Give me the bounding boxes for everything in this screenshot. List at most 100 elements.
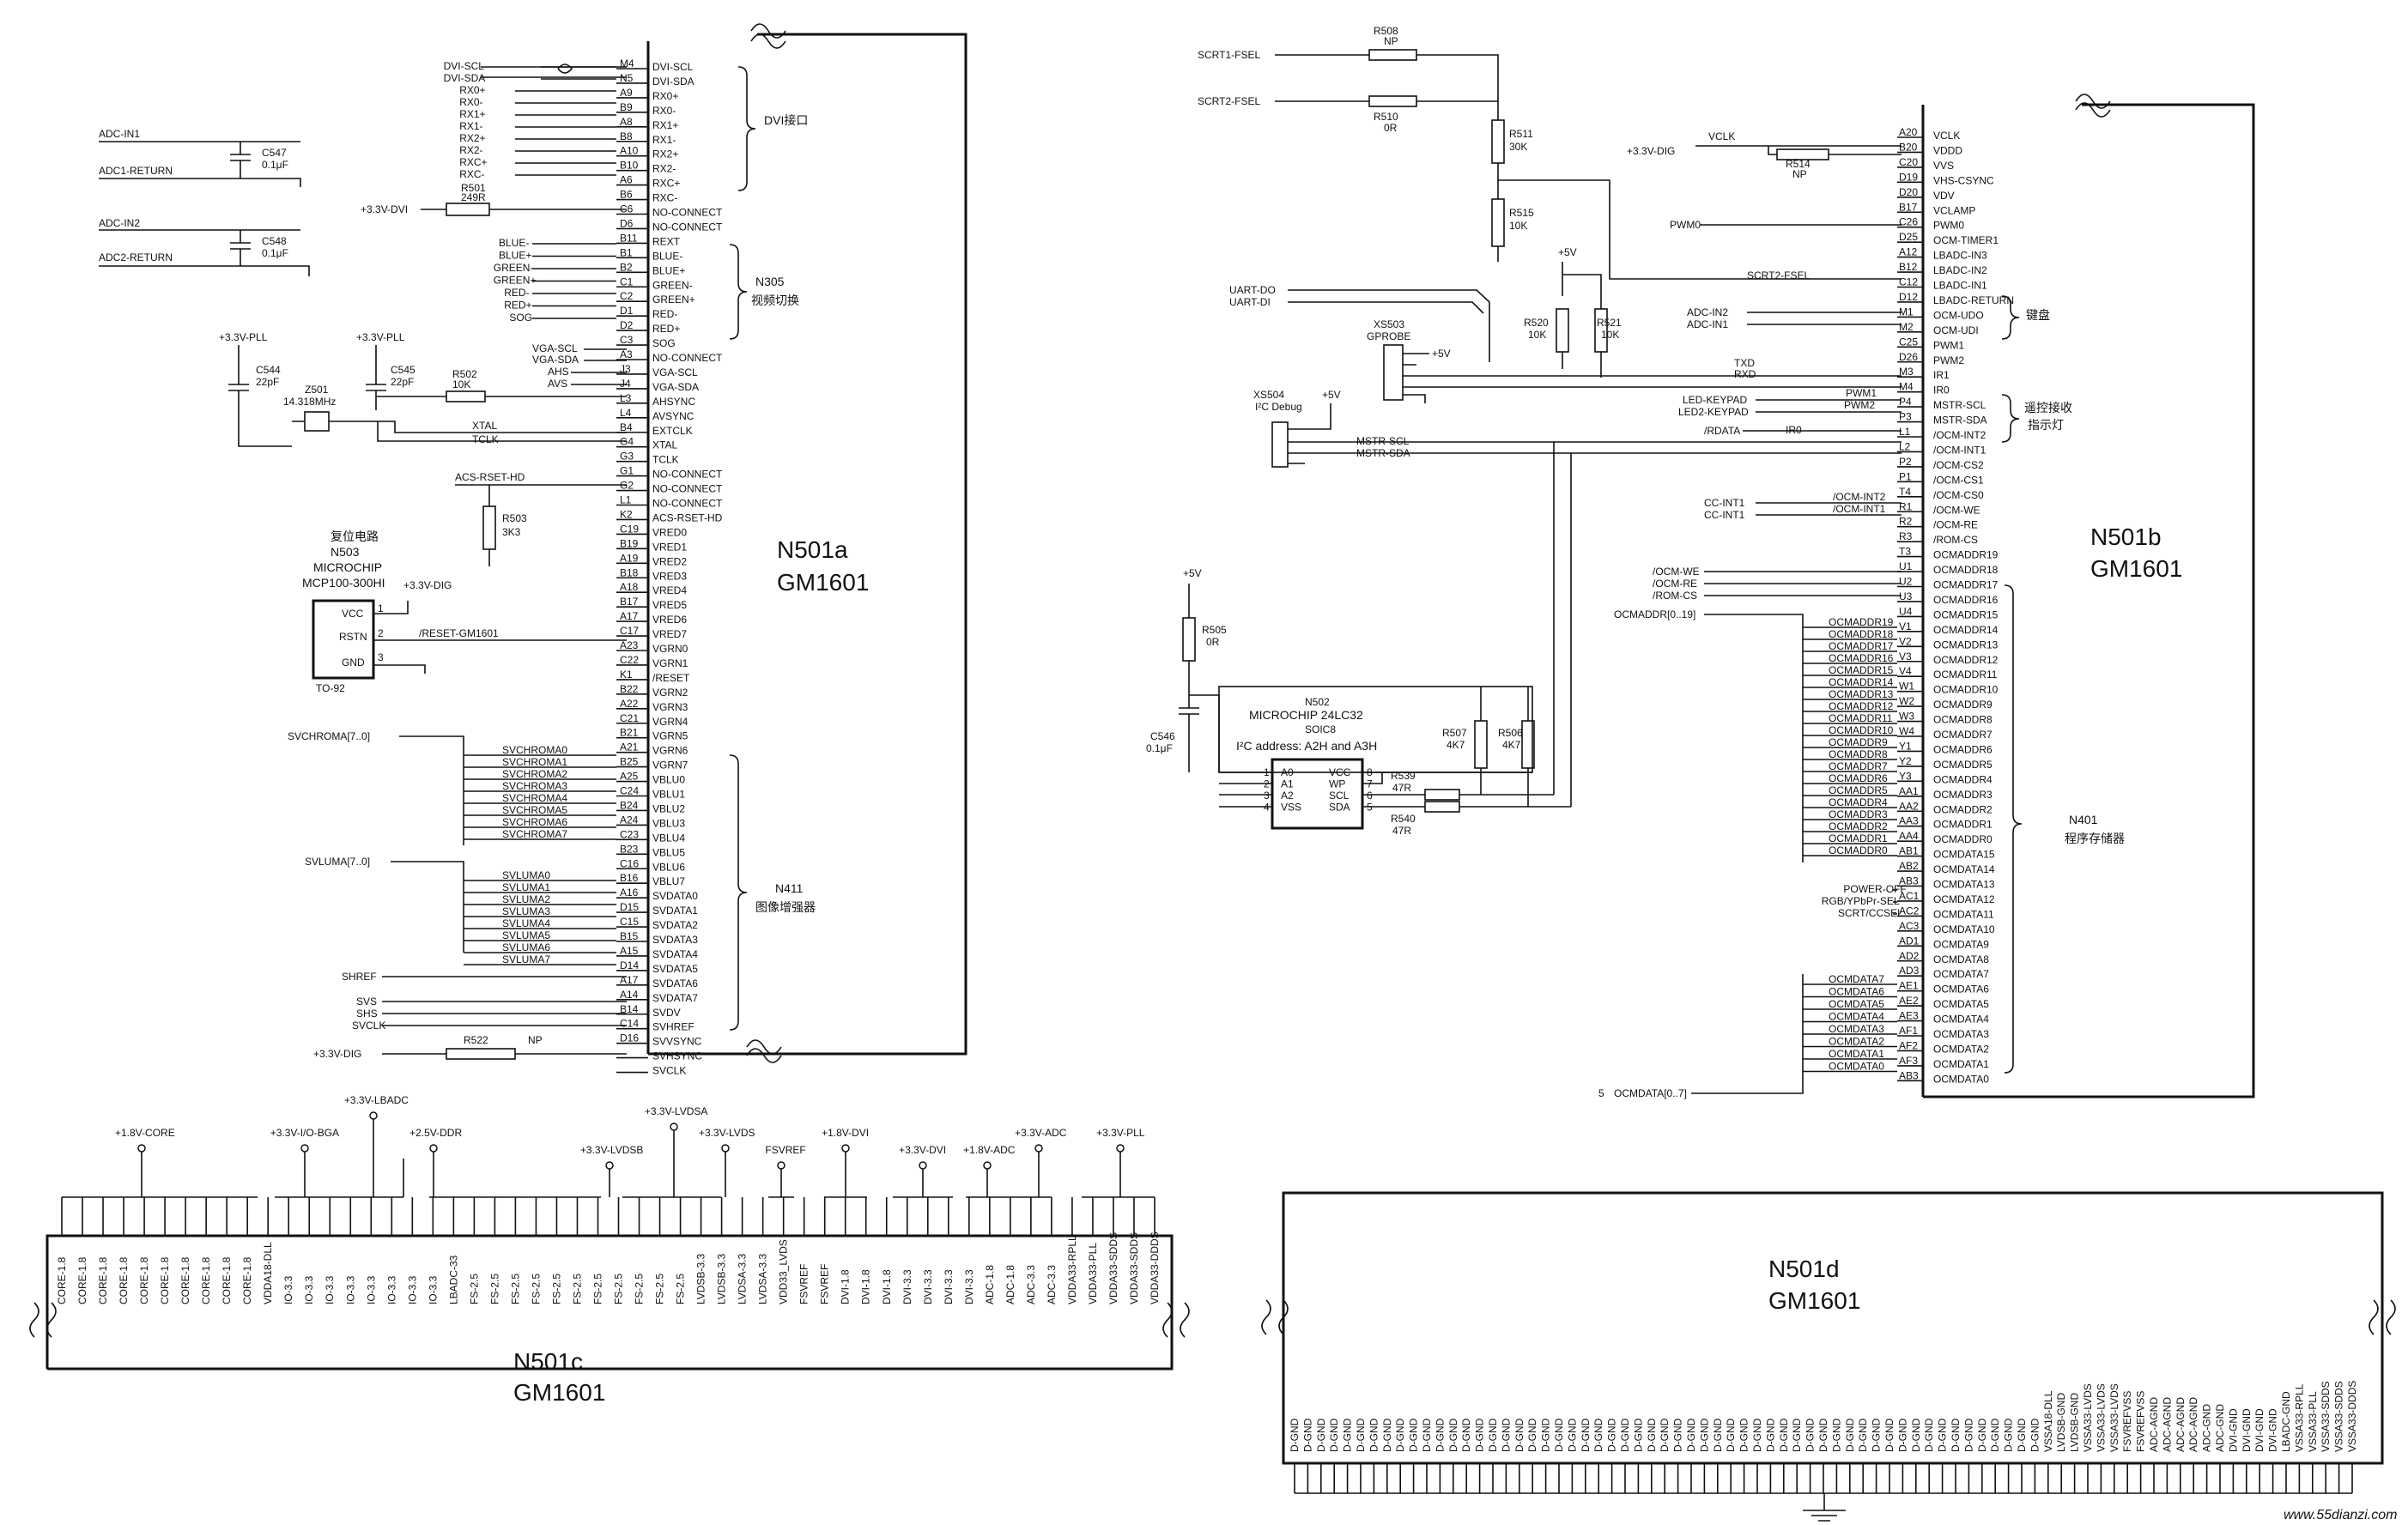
n501b-part: GM1601 xyxy=(2090,555,2182,582)
n501d-pin-5: D-GND xyxy=(1355,1418,1367,1452)
n501b-pin-30: U2 xyxy=(1899,576,1913,588)
n502-num-r-2: 6 xyxy=(1367,790,1373,802)
n501b-signal-40: OCMADDR7 xyxy=(1933,729,1993,741)
n501d-pin-73: DVI-GND xyxy=(2253,1408,2265,1452)
n501a-pin-22: J4 xyxy=(620,378,631,390)
n501b-signal-11: LBADC-RETURN xyxy=(1933,294,2014,306)
n501a-pin-42: K1 xyxy=(620,669,633,681)
r505-resistor xyxy=(1182,617,1196,662)
net-ocm-int1: /OCM-INT1 xyxy=(1833,503,1886,515)
n501b-pin-58: AE2 xyxy=(1899,995,1919,1007)
n501b-signal-44: OCMADDR3 xyxy=(1933,789,1993,801)
n501a-pin-6: A10 xyxy=(620,145,639,157)
n501a-break-mark-bottom xyxy=(746,1039,782,1063)
n501a-pin-15: C1 xyxy=(620,275,634,287)
n501d-pin-72: DVI-GND xyxy=(2241,1408,2253,1452)
n502-address: I²C address: A2H and A3H xyxy=(1236,739,1377,753)
net-ocm-we: /OCM-WE xyxy=(1653,566,1700,578)
n501d-pin-18: D-GND xyxy=(1526,1418,1538,1452)
n501a-pin-35: B18 xyxy=(620,566,639,578)
n501d-pin-79: VSSA33-SDDS xyxy=(2333,1381,2345,1452)
n501a-pin-55: C16 xyxy=(620,857,639,869)
n501b-signal-14: PWM1 xyxy=(1933,339,1964,351)
adc-in1: ADC-IN1 xyxy=(99,128,140,140)
n503-package: TO-92 xyxy=(316,682,345,694)
n501b-pin-32: U4 xyxy=(1899,605,1913,617)
n502-pin-r-2: SCL xyxy=(1329,790,1350,802)
n501b-signal-45: OCMADDR2 xyxy=(1933,803,1993,815)
addr-net-10: OCMADDR9 xyxy=(1829,736,1888,748)
reset-net: /RESET-GM1601 xyxy=(419,627,499,639)
bus-ocmaddr-line xyxy=(1704,614,1804,862)
n501c-rail-0: +1.8V-CORE xyxy=(115,1127,175,1139)
n501c-outline xyxy=(45,1234,1174,1371)
n501b-signal-62: OCMDATA1 xyxy=(1933,1058,1989,1070)
n501a-pin-51: B24 xyxy=(620,799,639,811)
addr-net-0: OCMADDR19 xyxy=(1829,616,1894,628)
n501b-pin-9: B12 xyxy=(1899,261,1918,273)
n501c-rail-10: +1.8V-ADC xyxy=(963,1144,1016,1156)
n501d-pin-75: LBADC-GND xyxy=(2280,1391,2292,1452)
n501a-signal-48: VGRN7 xyxy=(652,759,688,772)
n501d-pin-0: D-GND xyxy=(1289,1418,1301,1452)
n501c-rail-node-10 xyxy=(983,1161,992,1170)
n501b-pin-48: AB1 xyxy=(1899,845,1919,857)
r505-val: 0R xyxy=(1206,636,1220,648)
dvi-net-5: RX1- xyxy=(459,120,482,132)
n501a-pin-1: N5 xyxy=(620,72,634,84)
n501c-pin-7: CORE-1.8 xyxy=(200,1256,212,1304)
n501b-pin-31: U3 xyxy=(1899,590,1913,602)
n501c-rail-4: +3.3V-LVDSB xyxy=(580,1144,644,1156)
n501a-pin-64: A14 xyxy=(620,989,639,1001)
net-led-keypad: LED-KEYPAD xyxy=(1683,394,1747,406)
scrt-wiring xyxy=(1275,54,1499,120)
n501b-signal-46: OCMADDR1 xyxy=(1933,819,1993,831)
brace-ir-label-2: 指示灯 xyxy=(2028,418,2064,432)
n501a-signal-41: VGRN1 xyxy=(652,657,688,669)
net-shref: SHREF xyxy=(342,971,377,983)
n501c-pin-53: VDDA33-DDDS xyxy=(1149,1231,1161,1304)
addr-net-8: OCMADDR11 xyxy=(1829,712,1893,724)
n501a-signal-28: NO-CONNECT xyxy=(652,469,723,481)
n501b-signal-23: /OCM-CS1 xyxy=(1933,474,1984,486)
brace-keypad xyxy=(2001,295,2020,340)
r521-resistor xyxy=(1594,308,1608,353)
net-shs: SHS xyxy=(356,1008,378,1020)
n501d-pin-32: D-GND xyxy=(1712,1418,1724,1452)
n501b-signal-10: LBADC-IN1 xyxy=(1933,280,1987,292)
n501d-pin-57: VSSA18-DLL xyxy=(2042,1390,2054,1452)
net-rom-cs: /ROM-CS xyxy=(1653,590,1697,602)
n501d-pin-64: FSVREFVSS xyxy=(2135,1391,2147,1452)
net-ocm-re: /OCM-RE xyxy=(1653,578,1697,590)
n501a-pin-8: A6 xyxy=(620,174,633,186)
r515-resistor xyxy=(1491,198,1505,247)
n501c-pin-42: DVI-3.3 xyxy=(922,1269,934,1304)
net-pwm0: PWM0 xyxy=(1670,219,1701,231)
rgb-net-5: RED+ xyxy=(504,300,531,312)
n501b-signal-28: OCMADDR19 xyxy=(1933,549,1999,561)
n501a-signal-60: SVDATA3 xyxy=(652,934,698,946)
n502-ref: N502 xyxy=(1305,696,1330,708)
n501d-pin-48: D-GND xyxy=(1923,1418,1935,1452)
n501c-rail-node-9 xyxy=(919,1161,927,1170)
n501a-signal-49: VBLU0 xyxy=(652,774,685,786)
net-ir0: IR0 xyxy=(1786,424,1802,436)
r520-resistor xyxy=(1556,308,1569,353)
n501b-pin-44: AA1 xyxy=(1899,785,1919,797)
reset-ref: N503 xyxy=(331,545,360,559)
vclk-wiring xyxy=(1695,145,1902,155)
n501a-pin-5: B8 xyxy=(620,130,633,142)
n501a-signal-33: VRED1 xyxy=(652,541,687,553)
n501a-signal-18: RED+ xyxy=(652,323,680,335)
n501b-left-nets: SCRT1-FSEL SCRT2-FSEL R508 NP R510 0R R5… xyxy=(1198,25,1907,1099)
n501d-pin-12: D-GND xyxy=(1447,1418,1459,1452)
addr-net-1: OCMADDR18 xyxy=(1829,628,1894,640)
n501d-pin-45: D-GND xyxy=(1883,1418,1895,1452)
n501d-pin-13: D-GND xyxy=(1460,1418,1472,1452)
c545-wiring xyxy=(366,345,386,410)
n501d-pin-67: ADC-AGND xyxy=(2174,1397,2187,1452)
n501b-pin-33: V1 xyxy=(1899,620,1912,632)
vga-wiring xyxy=(571,348,627,385)
n501d-pin-9: D-GND xyxy=(1408,1418,1420,1452)
